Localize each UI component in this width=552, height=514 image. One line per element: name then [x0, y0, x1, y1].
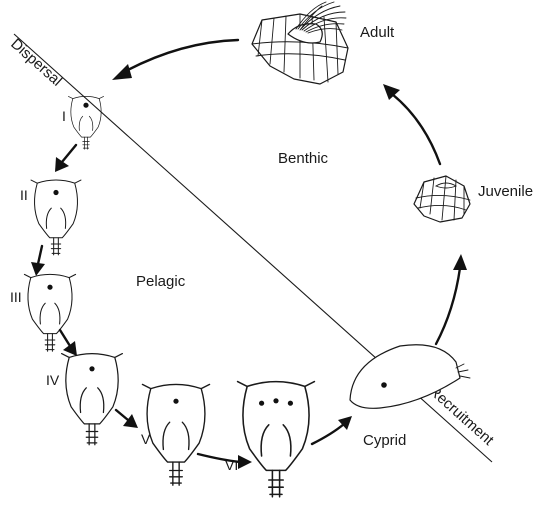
nauplius-eye [83, 103, 88, 108]
label-pelagic: Pelagic [136, 273, 186, 290]
label-stage-4: IV [46, 372, 60, 388]
nauplius-stage-3 [24, 274, 75, 351]
label-adult: Adult [360, 24, 395, 41]
juvenile-barnacle-illustration [414, 176, 470, 222]
nauplius-eye [273, 398, 278, 403]
arrow-cypris-to-juvenile [436, 268, 460, 344]
nauplius-eye [259, 401, 264, 406]
label-stage-1: I [62, 108, 66, 124]
label-stage-3: III [10, 289, 22, 305]
arrow-stage3-to-stage4 [60, 330, 70, 346]
nauplius-eye [89, 366, 94, 371]
nauplius-stage-6 [238, 382, 315, 497]
label-benthic: Benthic [278, 150, 329, 167]
label-juvenile: Juvenile [478, 183, 533, 200]
label-recruitment: Recruitment [425, 382, 497, 449]
adult-barnacle-illustration [252, 2, 348, 84]
nauplius-stage-4 [62, 354, 123, 445]
arrow-adult-to-dispersal [124, 40, 238, 72]
label-dispersal: Dispersal [7, 35, 65, 89]
nauplius-eye [173, 399, 178, 404]
arrow-stage1-to-stage2 [62, 145, 76, 162]
nauplius-stage-5 [142, 384, 209, 485]
nauplius-eye [288, 401, 293, 406]
arrow-stage4-to-stage5 [116, 410, 128, 420]
nauplius-stage-2 [31, 180, 81, 255]
arrow-stage2-to-stage3 [38, 246, 42, 264]
arrow-stage6-to-cypris [312, 424, 344, 444]
arrow-juvenile-to-adult [392, 94, 440, 164]
nauplius-eye [47, 285, 52, 290]
label-stage-2: II [20, 187, 28, 203]
cypris-eye [381, 382, 387, 388]
nauplius-stage-1 [68, 96, 103, 149]
label-cypris: Cyprid [363, 432, 406, 449]
nauplius-eye [53, 190, 58, 195]
